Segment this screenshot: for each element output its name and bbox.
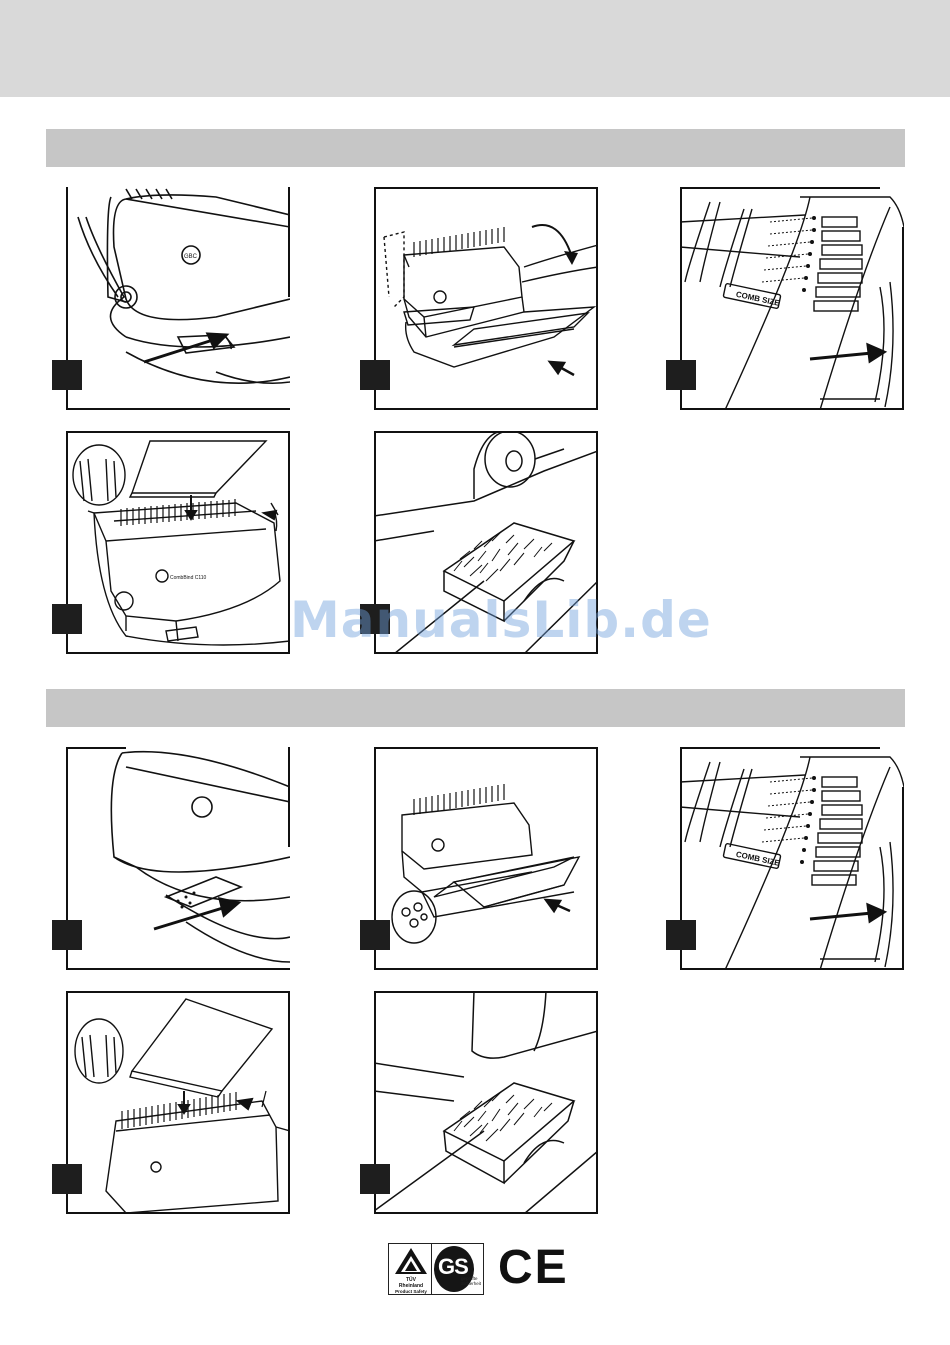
illustration-panel-1b [374, 187, 598, 410]
model-name-text: CombBind C110 [170, 575, 207, 581]
illustration-panel-2b [374, 747, 598, 970]
brand-logo-text: GBC [184, 254, 198, 260]
gs-sub-label: geprüfte Sicherheit [461, 1276, 481, 1286]
ce-logo: CE [498, 1240, 568, 1296]
gs-logo: GS geprüfte Sicherheit [432, 1243, 484, 1295]
waste-tray-drawing-2 [374, 991, 598, 1214]
illustration-panel-2e [374, 991, 598, 1214]
illustration-panel-2d [66, 991, 290, 1214]
step-marker-9 [52, 1164, 82, 1194]
binding-machine-drawing: GBC [66, 187, 290, 410]
illustration-panel-1d: CombBind C110 [66, 431, 290, 654]
tuv-logo: TÜV Rheinland Product Safety [388, 1243, 432, 1295]
tuv-product-safety-label: Product Safety [389, 1289, 433, 1295]
comb-insert-drawing: CombBind C110 [66, 431, 290, 654]
step-marker-8 [666, 920, 696, 950]
certification-marks: TÜV Rheinland Product Safety GS geprüfte… [388, 1240, 568, 1296]
step-marker-3 [666, 360, 696, 390]
section-bar-1 [46, 129, 905, 167]
header-band [0, 0, 950, 97]
step-marker-4 [52, 604, 82, 634]
watermark-text: ManualsLib.de [290, 590, 662, 650]
step-marker-7 [360, 920, 390, 950]
binding-machine-paper-drawing-2 [374, 747, 598, 970]
comb-insert-drawing-2 [66, 991, 290, 1214]
section-bar-2 [46, 689, 905, 727]
step-marker-10 [360, 1164, 390, 1194]
comb-size-gauge-drawing: COMB SIZE [680, 187, 904, 410]
comb-size-gauge-drawing-2: COMB SIZE [680, 747, 904, 970]
illustration-panel-1a: GBC [66, 187, 290, 410]
binding-machine-drawing-2 [66, 747, 290, 970]
binding-machine-paper-drawing [374, 187, 598, 410]
illustration-panel-2a [66, 747, 290, 970]
comb-size-label-2: COMB SIZE [735, 850, 781, 868]
step-marker-1 [52, 360, 82, 390]
comb-size-label: COMB SIZE [735, 290, 781, 308]
step-marker-2 [360, 360, 390, 390]
illustration-panel-1c: COMB SIZE [680, 187, 904, 410]
step-marker-6 [52, 920, 82, 950]
illustration-panel-2c: COMB SIZE [680, 747, 904, 970]
